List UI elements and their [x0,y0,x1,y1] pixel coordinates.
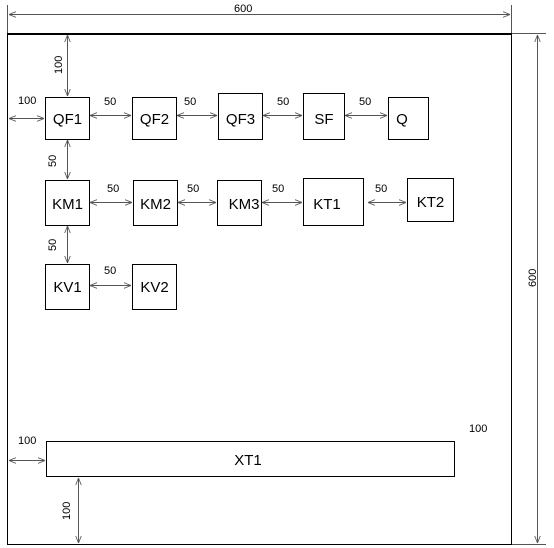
dim-km1-km2-label: 50 [107,183,119,195]
dim-qf1-km1-label: 50 [47,155,59,167]
dim-sf-q-label: 50 [359,96,371,108]
dim-qf1-qf2: 50 [90,96,131,116]
dim-km2-km3: 50 [178,183,216,203]
dim-xt1-bottom: 100 [61,478,79,543]
dim-kt1-kt2-label: 50 [375,183,387,195]
dim-qf2-qf3-label: 50 [184,96,196,108]
component-kv1: KV1 [45,264,90,310]
component-kt1: KT1 [303,178,364,226]
component-kt2-label: KT2 [417,194,445,211]
component-km3-label: KM3 [229,196,260,213]
dim-km1-km2: 50 [90,183,132,203]
dim-xt1-right-label: 100 [469,423,487,435]
component-qf3: QF3 [218,93,263,140]
dim-qf1-qf2-label: 50 [104,96,116,108]
dim-kv1-kv2-label: 50 [104,265,116,277]
width-dimension: 600 [7,3,512,33]
component-qf3-label: QF3 [226,111,255,128]
component-qf1-label: QF1 [53,111,82,128]
panel-height-label: 600 [527,269,539,287]
dim-km1-kv1-label: 50 [47,239,59,251]
component-xt1: XT1 [46,441,455,477]
dim-qf1-left-label: 100 [18,95,36,107]
component-sf-label: SF [314,111,333,128]
component-kv2-label: KV2 [140,279,168,296]
dim-qf1-km1: 50 [47,140,68,179]
dim-xt1-left-label: 100 [18,435,36,447]
component-xt1-label: XT1 [234,452,262,469]
dim-qf1-left: 100 [9,95,44,119]
component-qf1: QF1 [45,97,90,140]
component-kt2: KT2 [407,178,454,222]
dim-kv1-kv2: 50 [90,265,131,286]
component-sf: SF [303,93,345,140]
component-q: Q [388,97,429,140]
dim-km3-kt1-label: 50 [272,183,284,195]
component-km1-label: KM1 [52,196,83,213]
dim-xt1-bottom-label: 100 [61,502,73,520]
component-km1: KM1 [45,180,90,226]
component-kv2: KV2 [132,264,177,310]
panel-width-label: 600 [234,3,252,15]
component-qf2-label: QF2 [140,111,169,128]
dim-qf2-qf3: 50 [177,96,217,116]
component-q-label: Q [396,111,408,128]
dim-km1-kv1: 50 [47,226,68,263]
dim-qf3-sf: 50 [263,96,302,116]
dim-sf-q: 50 [345,96,387,116]
component-km2-label: KM2 [140,196,171,213]
dim-km3-kt1: 50 [262,183,302,203]
dim-kt1-kt2: 50 [368,183,406,203]
dim-km2-km3-label: 50 [187,183,199,195]
component-km3: KM3 [217,180,262,226]
height-dimension: 600 [512,33,546,545]
dim-qf1-top-label: 100 [53,56,65,74]
dim-qf1-top: 100 [53,35,68,96]
dim-xt1-left: 100 [9,435,45,461]
component-kt1-label: KT1 [313,196,341,213]
dim-qf3-sf-label: 50 [277,96,289,108]
component-kv1-label: KV1 [53,279,81,296]
component-qf2: QF2 [132,97,177,140]
component-km2: KM2 [133,180,178,226]
